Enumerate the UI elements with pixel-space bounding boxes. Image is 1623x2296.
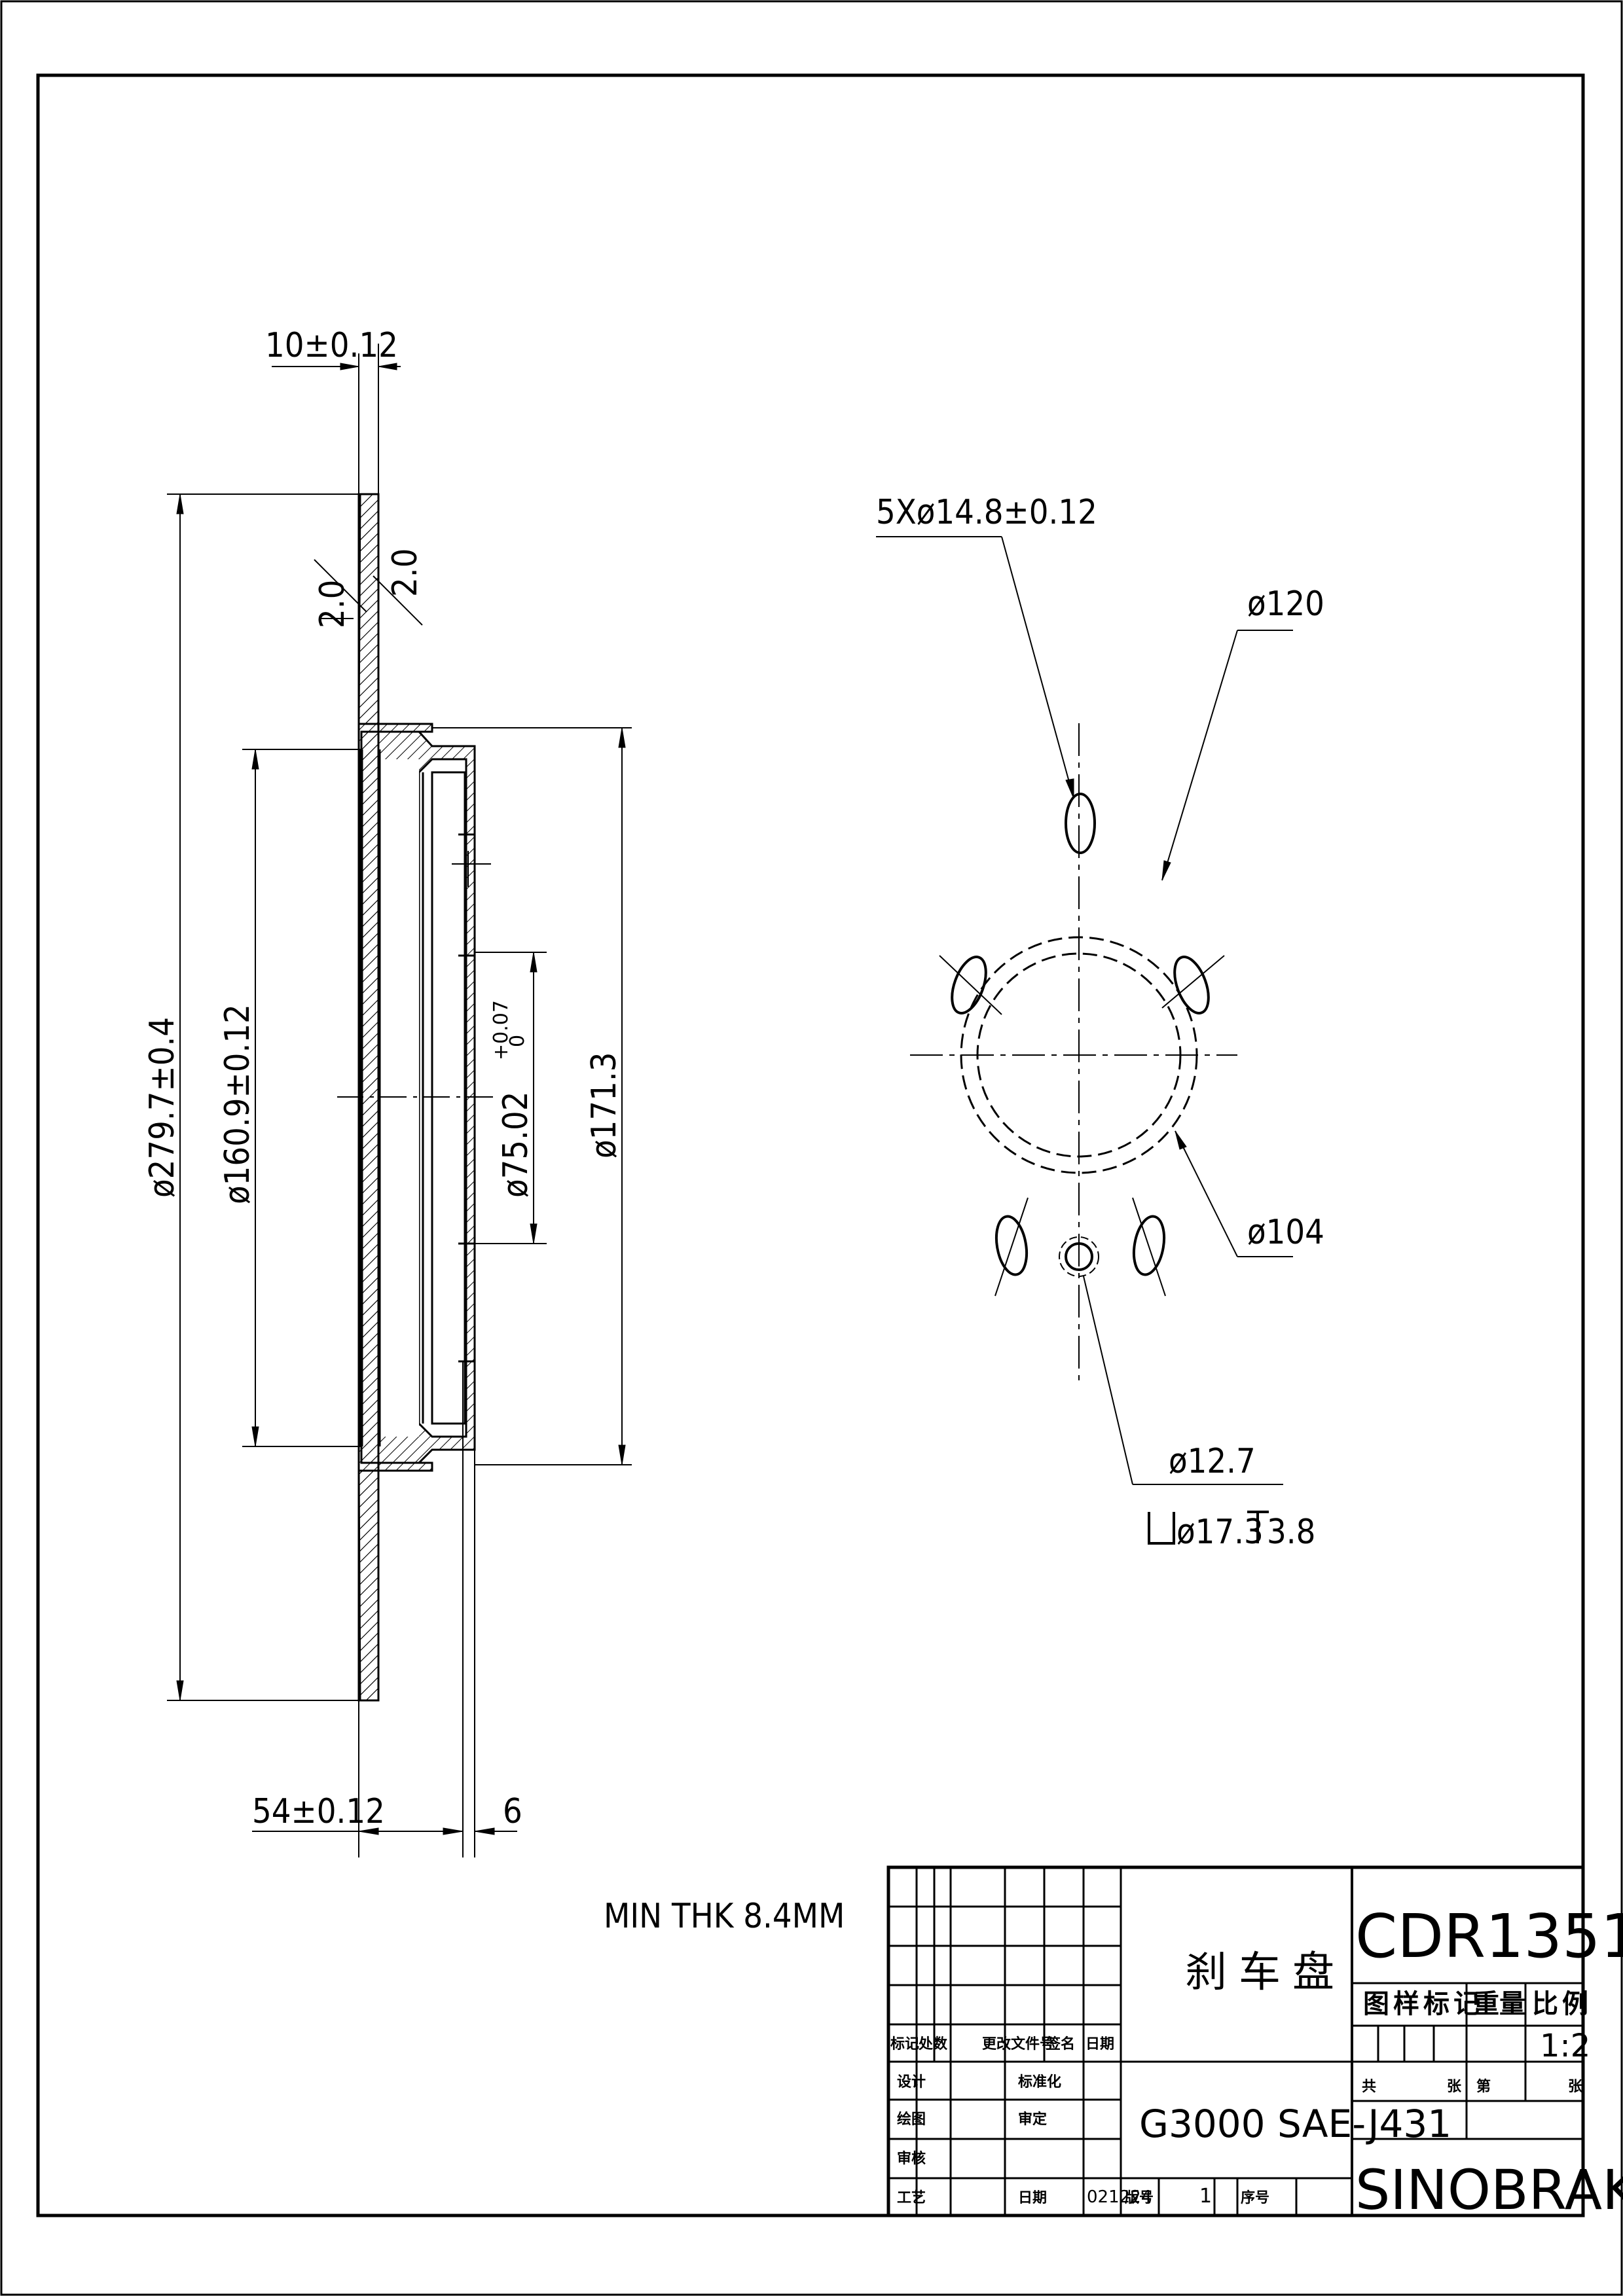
sheet-number: 1 [1199, 2185, 1212, 2208]
company-name: SINOBRAKE [1355, 2158, 1623, 2222]
dim-bore: ø75.02 [496, 1092, 536, 1198]
bolt-hole [994, 1215, 1029, 1276]
page-unit: 张 [1568, 2079, 1583, 2095]
label-bolt-holes: 5Xø14.8±0.12 [876, 493, 1097, 532]
date-label: 日期 [1018, 2190, 1047, 2206]
front-view [876, 536, 1293, 1545]
rev-sign: 签名 [1046, 2036, 1075, 2053]
dim-chamfer-left: 2.0 [313, 580, 352, 628]
label-center-hole: ø12.7 [1169, 1442, 1256, 1481]
rev-count: 处数 [918, 2036, 948, 2053]
bolt-hole [1173, 956, 1210, 1014]
dim-bore-tol-upper: +0.07 [490, 1000, 513, 1060]
dim-outer-dia: ø279.7±0.4 [143, 1017, 182, 1198]
design-label: 设计 [897, 2074, 926, 2090]
approve-label: 审定 [1018, 2111, 1047, 2128]
drawn-label: 绘图 [897, 2111, 926, 2128]
std-label: 标准化 [1018, 2073, 1061, 2090]
header-weight: 重量 [1473, 1989, 1525, 2019]
dim-bore-tol-lower: 0 [506, 1035, 529, 1047]
seq-label: 序号 [1241, 2189, 1269, 2206]
dim-hat-thk: 6 [503, 1792, 522, 1831]
label-pcd: ø120 [1247, 584, 1324, 624]
dim-height: 54±0.12 [252, 1792, 385, 1831]
hat-wall-void [431, 771, 466, 1425]
part-number: CDR135118 [1355, 1901, 1623, 1971]
header-mark: 图样标记 [1363, 1989, 1484, 2019]
process-label: 工艺 [897, 2189, 926, 2206]
total-label: 共 [1362, 2079, 1376, 2095]
dim-chamfer-right: 2.0 [386, 548, 425, 597]
part-name: 刹车盘 [1185, 1948, 1346, 1997]
version-label: 版号 [1125, 2190, 1154, 2206]
center-hole-counterbore [1059, 1236, 1099, 1277]
center-hole [1065, 1242, 1093, 1271]
title-block [886, 1865, 1585, 2217]
rev-doc: 更改文件号 [982, 2036, 1054, 2053]
bolt-hole [1132, 1215, 1166, 1276]
sheets-label: 张 [1447, 2079, 1462, 2095]
checked-label: 审核 [897, 2150, 926, 2167]
min-thickness-note: MIN THK 8.4MM [604, 1897, 845, 1936]
date-value: 021224 [1087, 2187, 1152, 2207]
label-counterbore-dia: ø17.3 [1176, 1513, 1264, 1552]
dim-hat-dia: ø160.9±0.12 [218, 1004, 257, 1204]
scale-value: 1:2 [1540, 2028, 1590, 2064]
rev-date: 日期 [1085, 2036, 1114, 2053]
section-view [167, 344, 632, 1857]
header-scale: 比例 [1532, 1989, 1592, 2019]
rev-mark: 标记 [890, 2036, 919, 2053]
label-counterbore-depth: 3.8 [1267, 1513, 1315, 1552]
dim-thickness: 10±0.12 [265, 326, 398, 365]
hat-inner-void [380, 759, 419, 1437]
dim-hat-outer: ø171.3 [585, 1052, 624, 1159]
page-label: 第 [1476, 2078, 1491, 2095]
drawing-frame [36, 73, 1585, 2217]
material: G3000 SAE-J431 [1139, 2102, 1451, 2146]
counterbore-icon [1148, 1512, 1175, 1545]
bolt-hole [1065, 793, 1096, 854]
bolt-hole [951, 956, 987, 1014]
hat-flange-wall [465, 833, 476, 1363]
depth-icon [1247, 1511, 1269, 1543]
label-inner: ø104 [1247, 1213, 1324, 1252]
